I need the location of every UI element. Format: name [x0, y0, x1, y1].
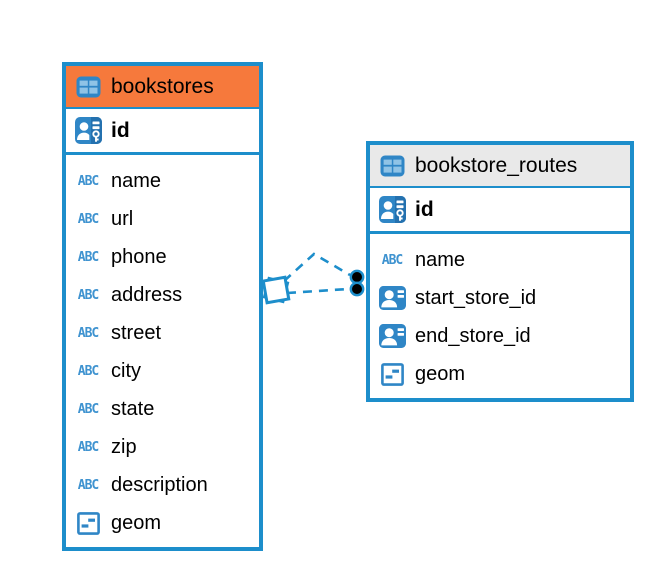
entity-table-bookstore-routes[interactable]: bookstore_routes id ABC name start_store_i…	[366, 141, 634, 402]
column-row[interactable]: ABC url	[66, 200, 259, 238]
text-icon: ABC	[381, 252, 404, 268]
column-name: address	[111, 283, 183, 306]
column-name: state	[111, 397, 155, 420]
relationship-dot-anchor[interactable]	[349, 269, 365, 285]
primary-key-icon	[73, 117, 103, 144]
text-icon: ABC	[77, 439, 100, 455]
column-row[interactable]: end_store_id	[370, 317, 630, 355]
column-name: name	[415, 248, 466, 271]
geometry-icon	[377, 362, 407, 386]
column-row[interactable]: ABC state	[66, 390, 259, 428]
text-icon: ABC	[77, 477, 100, 493]
table-header[interactable]: bookstore_routes	[370, 145, 630, 188]
text-icon: ABC	[77, 173, 100, 189]
column-name: id	[415, 197, 434, 221]
column-name: start_store_id	[415, 286, 537, 309]
foreign-key-icon	[377, 286, 407, 310]
column-row[interactable]: ABC city	[66, 352, 259, 390]
column-name: geom	[111, 511, 162, 534]
column-name: zip	[111, 435, 137, 458]
column-name: name	[111, 169, 162, 192]
relationship-line[interactable]	[286, 287, 349, 295]
column-name: description	[111, 473, 208, 496]
text-icon: ABC	[77, 211, 100, 227]
text-icon: ABC	[77, 363, 100, 379]
relationship-diamond-anchor[interactable]	[261, 275, 291, 305]
text-icon: ABC	[77, 249, 100, 265]
geometry-icon	[73, 511, 103, 535]
column-row[interactable]: ABC name	[66, 162, 259, 200]
table-header[interactable]: bookstores	[66, 66, 259, 109]
text-icon: ABC	[77, 287, 100, 303]
primary-key-row[interactable]: id	[66, 109, 259, 155]
column-row[interactable]: ABC address	[66, 276, 259, 314]
text-icon: ABC	[77, 325, 100, 341]
table-icon	[73, 76, 103, 98]
column-name: end_store_id	[415, 324, 531, 347]
table-title: bookstores	[111, 74, 214, 98]
text-icon: ABC	[77, 401, 100, 417]
column-name: url	[111, 207, 134, 230]
column-row[interactable]: ABC street	[66, 314, 259, 352]
column-name: city	[111, 359, 141, 382]
column-name: geom	[415, 362, 466, 385]
primary-key-icon	[377, 196, 407, 223]
column-name: phone	[111, 245, 167, 268]
column-row[interactable]: geom	[370, 355, 630, 393]
column-row[interactable]: ABC phone	[66, 238, 259, 276]
column-row[interactable]: ABC zip	[66, 428, 259, 466]
relationship-line[interactable]	[283, 252, 351, 282]
column-name: id	[111, 118, 130, 142]
column-row[interactable]: ABC name	[370, 241, 630, 279]
table-title: bookstore_routes	[415, 153, 578, 177]
relationship-dot-anchor[interactable]	[349, 281, 365, 297]
column-row[interactable]: ABC description	[66, 466, 259, 504]
column-row[interactable]: start_store_id	[370, 279, 630, 317]
table-icon	[377, 155, 407, 177]
column-name: street	[111, 321, 162, 344]
foreign-key-icon	[377, 324, 407, 348]
column-row[interactable]: geom	[66, 504, 259, 542]
primary-key-row[interactable]: id	[370, 188, 630, 234]
